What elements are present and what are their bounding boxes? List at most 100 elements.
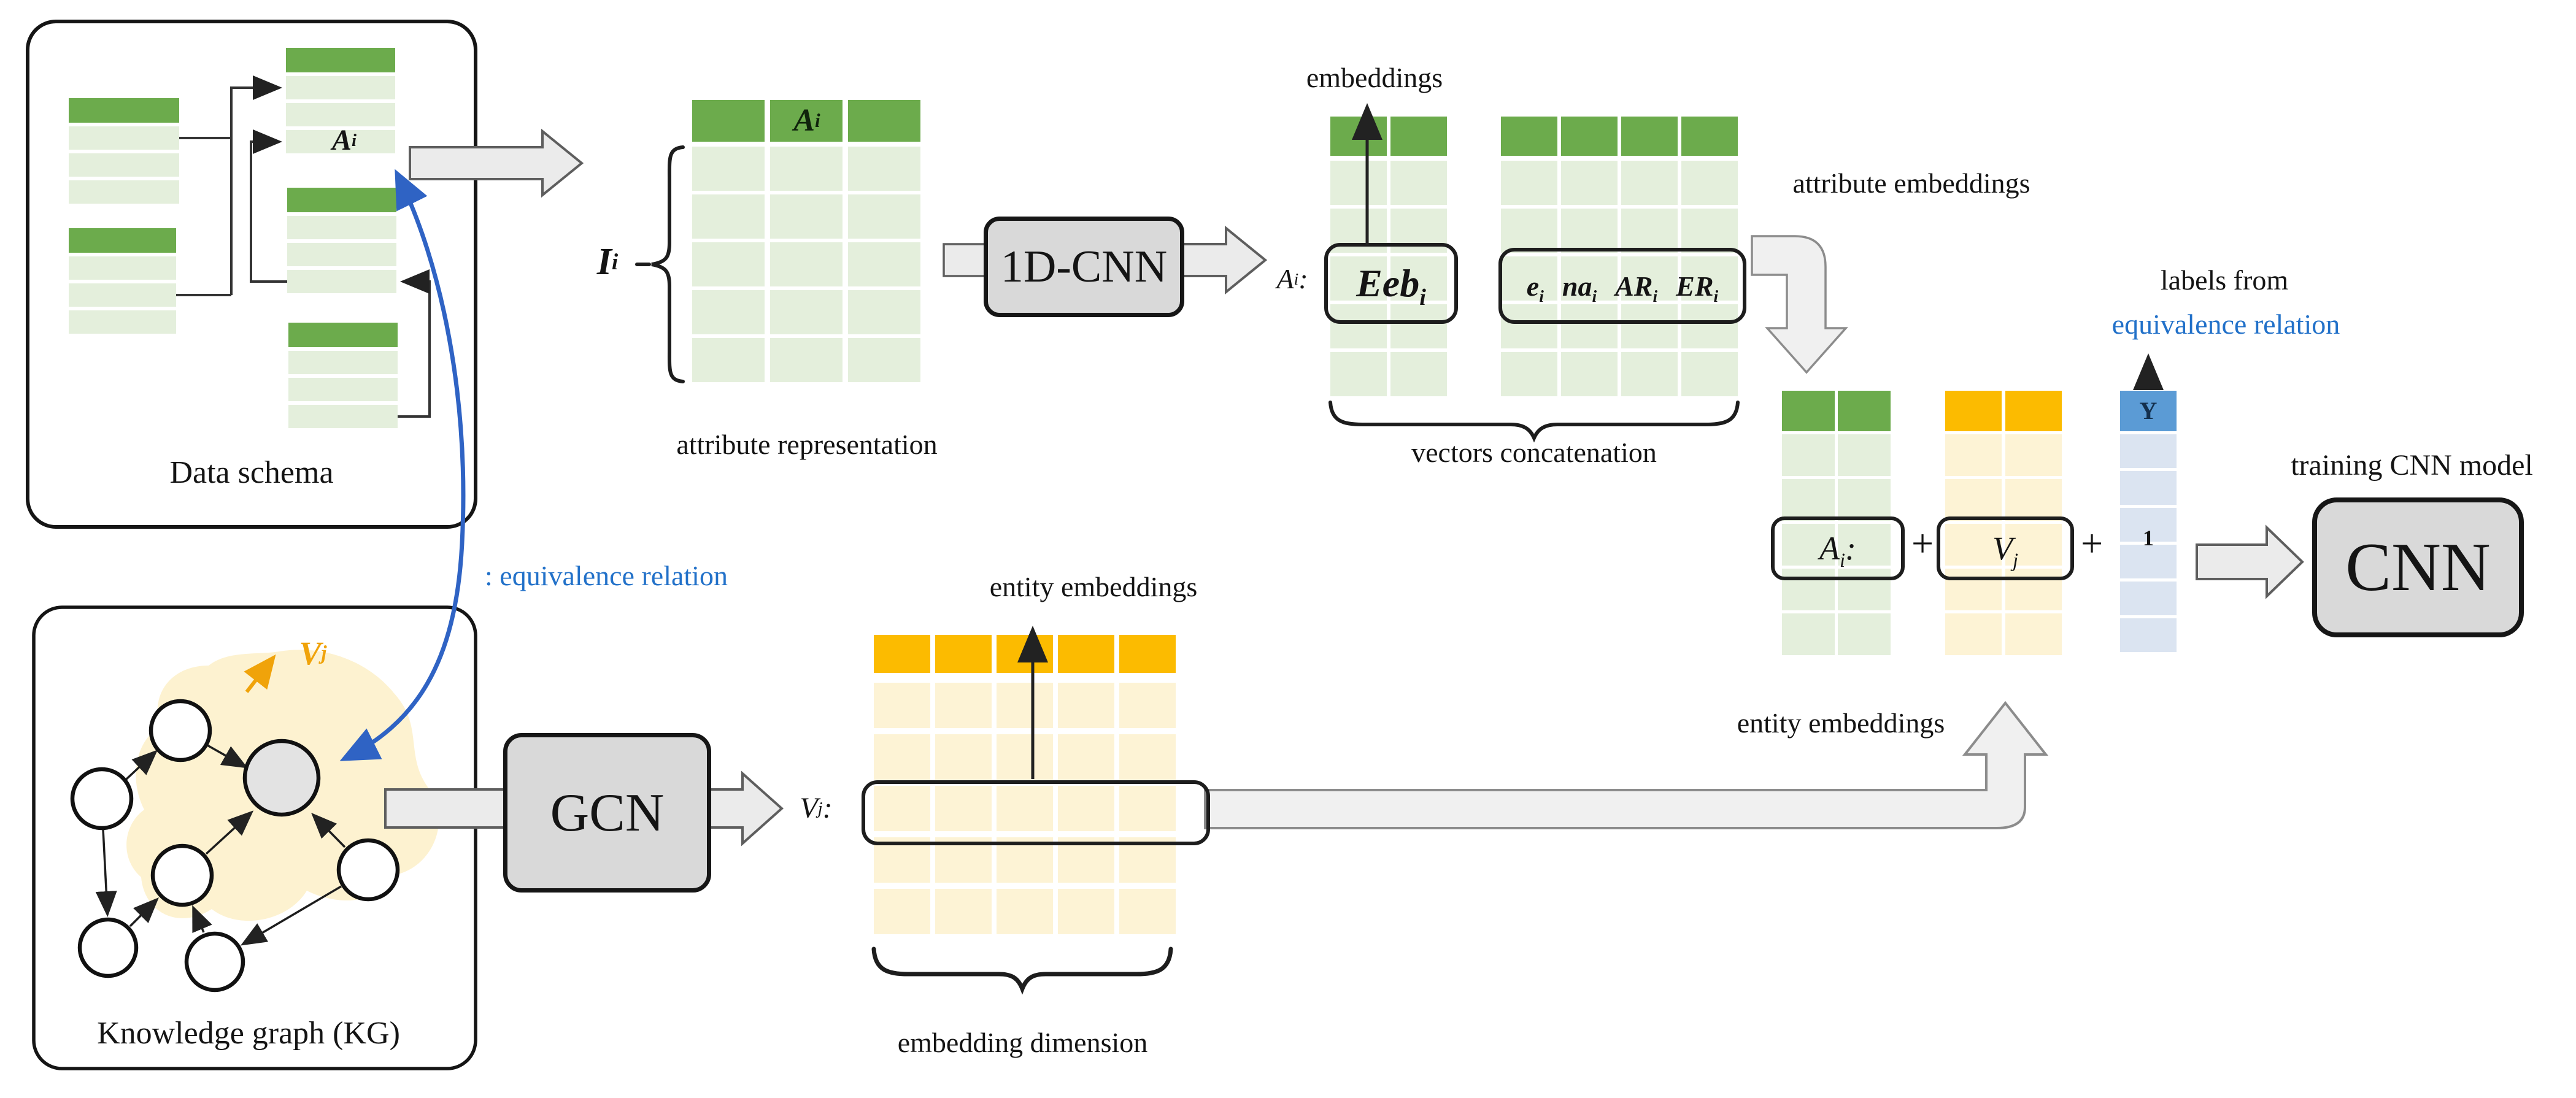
table-cell [1058,683,1114,728]
table-cell [2120,508,2177,542]
table-row [1945,569,2062,610]
table-row [287,243,396,266]
table-cell [1501,209,1557,253]
table-header-row [288,323,398,347]
table-cell [1945,569,2002,610]
concat-features-box: ei nai ARi ERi [1498,248,1746,324]
table-header-cell [1330,117,1387,156]
table-row [1945,524,2062,566]
table-row [1782,569,1891,610]
table-row [692,147,920,191]
table-cell [1390,161,1447,205]
table-cell [287,243,396,266]
table-row [2120,471,2177,505]
table-cell [692,194,765,239]
table-row [1501,256,1738,301]
table-cell [1561,304,1618,348]
table-cell [1681,256,1738,301]
table-cell [288,378,398,401]
table-cell [1561,209,1618,253]
table-row [1501,161,1738,205]
table-header-cell [69,98,179,123]
table-cell [1119,889,1176,934]
table-cell [1621,304,1678,348]
table-cell [1058,786,1114,831]
schema-mini-table-5 [288,323,398,428]
table-row [2120,434,2177,468]
table-cell [1838,479,1891,521]
table-header-row [1945,391,2062,431]
table-header-cell [692,100,765,142]
table-header-cell [1501,117,1557,156]
kg-node [336,838,400,902]
table-cell [69,126,179,150]
table-cell [1119,683,1176,728]
table-cell [770,290,843,334]
table-cell [1390,304,1447,348]
table-header-row [69,228,176,253]
y-column-header-label: Y [2139,397,2158,424]
cnn-label: CNN [2345,529,2491,605]
table-header-cell [2005,391,2062,431]
table-row [1945,479,2062,521]
table-cell [874,734,930,780]
feature-vectors-table [1501,117,1738,396]
table-cell [1058,734,1114,780]
table-cell [770,338,843,382]
table-cell [1621,161,1678,205]
table-row [69,153,179,177]
table-row [287,270,396,293]
result-vj-label: Vj [1992,530,2018,572]
table-row [286,130,395,153]
table-row [692,338,920,382]
table-row [2120,582,2177,615]
table-header-cell [286,48,395,72]
feature-ar: ARi [1615,270,1658,305]
attribute-embeddings-elbow-arrow [1751,235,1848,374]
kg-node [77,917,139,978]
label-value-one: 1 [2143,526,2154,551]
eeb-vector-label: Eebi [1356,261,1426,310]
table-cell [288,351,398,374]
table-row [874,786,1176,831]
attribute-embeddings-caption: attribute embeddings [1792,167,2030,199]
result-entity-column [1945,391,2062,655]
table-header-cell [848,100,920,142]
table-row [1501,352,1738,396]
table-header-cell [1621,117,1678,156]
table-header-row [692,100,920,142]
table-cell [848,338,920,382]
table-header-cell [288,323,398,347]
equivalence-relation-caption: equivalence relation [2111,308,2340,340]
attribute-representation-table [692,100,920,382]
table-header-cell [874,635,930,673]
knowledge-graph-title: Knowledge graph (KG) [97,1015,400,1051]
table-cell [2120,582,2177,615]
table-cell [848,290,920,334]
knowledge-graph-panel [32,605,477,1070]
table-row [288,378,398,401]
table-cell [1838,434,1891,476]
table-cell [1501,352,1557,396]
entity-vector-row-box [862,780,1210,845]
table-cell [1058,889,1114,934]
table-header-cell [1390,117,1447,156]
schema-mini-table-4 [287,188,396,293]
table-row [1501,304,1738,348]
cnn1d-output-block-arrow [1172,225,1268,295]
table-cell [286,130,395,153]
table-header-cell [1058,635,1114,673]
kg-node [70,767,134,831]
table-row [1330,161,1447,205]
connector-t5-to-t4 [398,269,431,418]
table-cell [69,256,176,280]
cnn1d-label: 1D-CNN [1000,241,1168,292]
table-cell [1561,161,1618,205]
table-header-row [1501,117,1738,156]
table-cell [2005,569,2062,610]
schema-to-attr-block-arrow [409,128,584,198]
table-cell [692,242,765,286]
